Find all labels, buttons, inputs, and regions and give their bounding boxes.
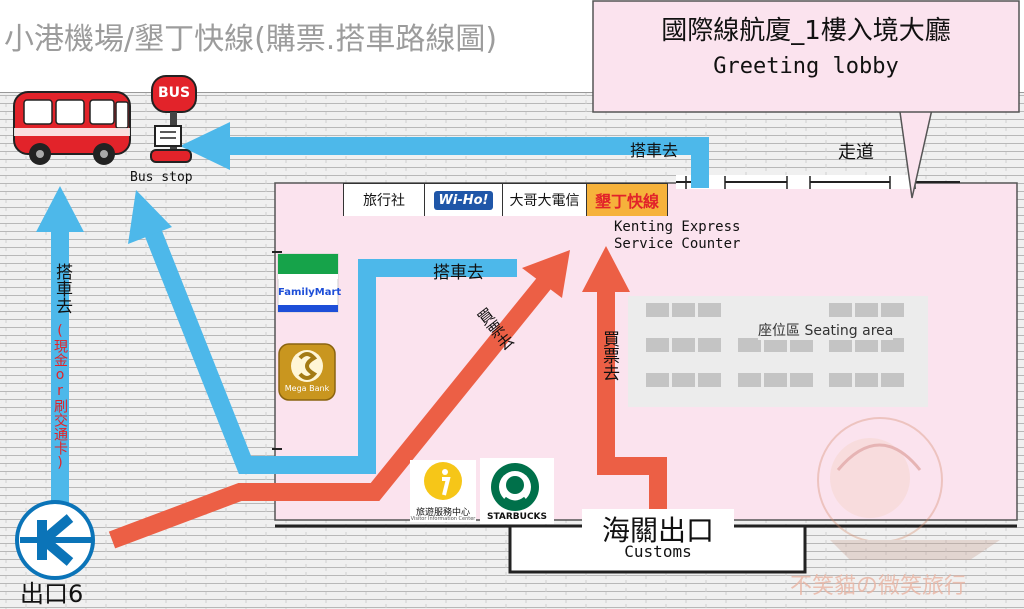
seat	[646, 338, 669, 352]
info-center-en: Visitor Information Center	[410, 516, 476, 522]
seat	[738, 338, 761, 352]
seat	[646, 303, 669, 317]
seat	[790, 338, 813, 352]
megabank-text: Mega Bank	[284, 384, 330, 393]
starbucks-text: STARBUCKS	[486, 512, 548, 522]
seat	[829, 373, 852, 387]
page-title: 小港機場/墾丁快線(購票.搭車路線圖)	[4, 22, 498, 57]
watermark-text: 不笑貓の微笑旅行	[790, 574, 967, 599]
seat	[698, 338, 721, 352]
wiho-logo: Wi-Ho!	[433, 190, 494, 210]
seat	[672, 338, 695, 352]
seat	[855, 303, 878, 317]
blue-arrow-top	[225, 137, 709, 188]
red-arrow-diagonal	[108, 276, 552, 549]
seat	[855, 373, 878, 387]
left-arrow-label: 搭車去	[52, 263, 72, 314]
blue-arrowhead-left	[36, 186, 84, 232]
blue-arrow-middle	[143, 226, 517, 474]
customs-label-en: Customs	[624, 542, 692, 561]
kenting-counter-line2: Service Counter	[614, 236, 741, 252]
seat	[646, 373, 669, 387]
blue-arrowhead-top	[180, 122, 230, 170]
bus-stop-label: Bus stop	[130, 170, 193, 185]
seat	[881, 373, 904, 387]
red-arrowhead-vertical	[582, 246, 630, 292]
seat	[764, 373, 787, 387]
seat	[672, 373, 695, 387]
mega-bank-logo	[278, 343, 336, 401]
kenting-counter-line1: Kenting Express	[614, 219, 741, 235]
hall-callout	[592, 0, 1020, 113]
middle-arrow-label: 搭車去	[433, 263, 484, 283]
seat	[698, 373, 721, 387]
hall-title: 國際線航廈_1樓入境大廳	[661, 16, 951, 46]
bus-sign-text: BUS	[157, 85, 191, 101]
callout-tail	[899, 95, 936, 199]
seat	[829, 303, 852, 317]
seat	[764, 338, 787, 352]
familymart-text: FamilyMart	[278, 287, 342, 298]
exit-label: 出口6	[20, 580, 84, 608]
top-arrow-label: 搭車去	[630, 141, 679, 160]
walkway	[676, 175, 916, 189]
red-arrow-vertical	[597, 290, 667, 512]
starbucks-logo	[480, 458, 554, 524]
info-center-zh: 旅遊服務中心	[415, 508, 470, 518]
seat	[855, 338, 878, 352]
seat	[881, 338, 904, 352]
customs-label: 海關出口	[582, 509, 734, 549]
bus-stop-sign-icon	[150, 75, 197, 163]
blue-arrowhead-middle	[128, 190, 172, 244]
seat	[672, 303, 695, 317]
familymart-logo	[277, 253, 339, 313]
seat	[698, 303, 721, 317]
seat	[829, 338, 852, 352]
shop-wiho: Wi-Ho!	[424, 184, 502, 216]
exit-6-logo	[15, 500, 95, 580]
seat	[790, 373, 813, 387]
seat	[881, 303, 904, 317]
left-arrow-note: (現金or刷交通卡)	[52, 323, 68, 471]
hall-subtitle: Greeting lobby	[713, 54, 899, 79]
shop-telecom: 大哥大電信	[502, 184, 586, 216]
red-arrowhead-diagonal	[522, 250, 570, 298]
shop-kenting-express: 墾丁快線	[586, 184, 667, 216]
bus-icon	[13, 91, 131, 165]
watermark-logo	[817, 417, 1000, 560]
seat	[738, 373, 761, 387]
buy-ticket-vertical-label: 買票去	[599, 330, 619, 381]
shop-travel-agency: 旅行社	[344, 184, 424, 216]
info-center-icon	[410, 460, 476, 522]
seating-label: 座位區 Seating area	[758, 320, 894, 340]
walkway-label: 走道	[838, 142, 874, 163]
